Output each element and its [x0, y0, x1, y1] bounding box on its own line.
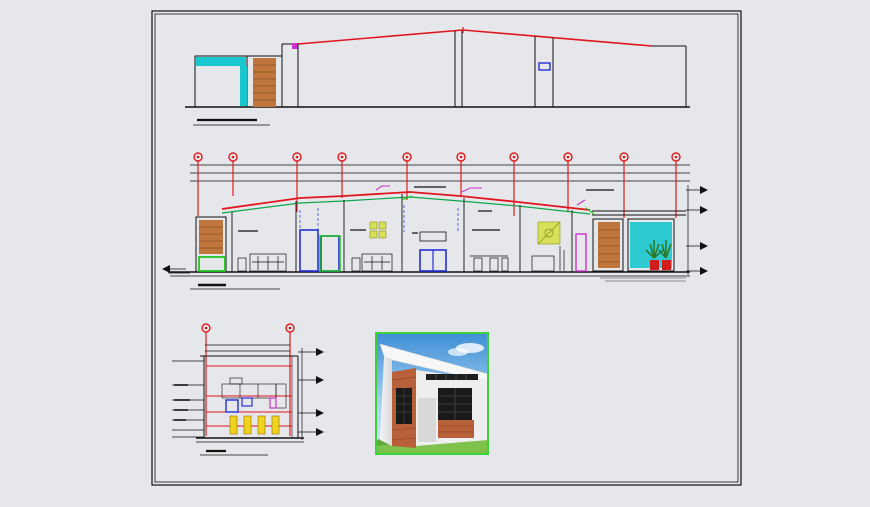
render-frame	[375, 332, 489, 455]
section-door-1	[299, 229, 319, 272]
cross-section	[172, 323, 324, 456]
render-3d	[375, 332, 489, 455]
front-elevation	[185, 27, 690, 126]
potted-plants	[645, 240, 672, 270]
section-roof-red	[221, 191, 591, 211]
axis-bubble	[285, 323, 295, 436]
roof-line	[297, 29, 653, 47]
axis-bubble	[201, 323, 211, 436]
section-brick-right	[598, 222, 620, 268]
cross-section-cabinet	[225, 399, 239, 413]
section-glass-right	[627, 218, 675, 272]
brick-wall	[253, 58, 276, 107]
section-furniture	[237, 246, 565, 272]
sheet-inner-border	[154, 13, 739, 483]
front-window	[538, 62, 551, 71]
cyan-glass-panel	[196, 57, 246, 66]
axis-bubble	[509, 152, 519, 216]
section-door-2	[320, 235, 340, 272]
axis-bubble	[337, 152, 347, 198]
axis-bubble	[619, 152, 629, 218]
axis-bubble	[456, 152, 466, 196]
axis-bubble	[563, 152, 573, 212]
sheet-outer-border	[151, 10, 742, 486]
section-brick-wall	[199, 220, 223, 254]
wall-art	[369, 221, 561, 245]
axis-bubble	[193, 152, 203, 216]
axis-bubble	[671, 152, 681, 218]
cross-section-chairs	[229, 415, 280, 435]
axis-bubble	[402, 152, 412, 200]
axis-bubble	[228, 152, 238, 196]
longitudinal-section	[162, 152, 708, 290]
section-roof-green	[221, 196, 591, 215]
